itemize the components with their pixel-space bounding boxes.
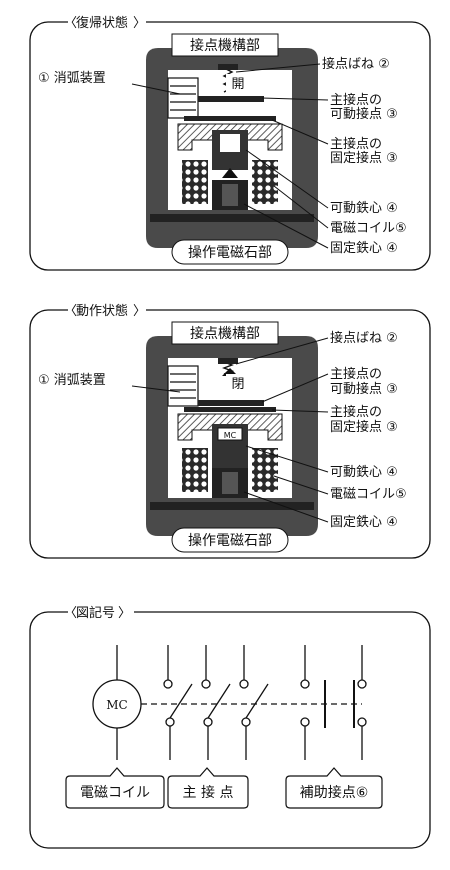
label-moving-contact-2: 可動接点 ③ bbox=[330, 106, 398, 122]
panel-operating-state: 〈 動作状態 〉 MC 接点機構部 閉 操作電磁石部 ① 消弧装置 bbox=[29, 302, 431, 559]
label-coil: 電磁コイル⑤ bbox=[330, 221, 407, 236]
arc-suppressor-label: ① 消弧装置 bbox=[38, 373, 106, 388]
contact-mechanism-label: 接点機構部 bbox=[190, 37, 260, 54]
coil-right bbox=[252, 448, 278, 492]
coil-left bbox=[182, 448, 208, 492]
label-main-contact: 主 接 点 bbox=[183, 784, 234, 801]
moving-contact bbox=[198, 96, 264, 102]
mounting-rail bbox=[150, 502, 314, 510]
coil-right bbox=[252, 160, 278, 204]
panel-title-bracket-right: 〉 bbox=[133, 304, 146, 319]
main-contact-symbols bbox=[163, 645, 269, 760]
state-label: 閉 bbox=[231, 377, 244, 392]
label-moving-core: 可動鉄心 ④ bbox=[330, 465, 398, 480]
coil-symbol-text: MC bbox=[106, 698, 127, 712]
arc-chute bbox=[167, 77, 199, 119]
panel-title-bracket-right: 〉 bbox=[118, 606, 131, 621]
panel-title-bracket-left: 〈 bbox=[64, 16, 77, 31]
label-fixed-contact-2: 固定接点 ③ bbox=[330, 150, 398, 166]
label-fixed-contact-2: 固定接点 ③ bbox=[330, 419, 398, 435]
panel-title-bracket-right: 〉 bbox=[133, 16, 146, 31]
arc-suppressor-label: ① 消弧装置 bbox=[38, 71, 106, 86]
moving-contact bbox=[198, 400, 264, 406]
panel-title-bracket-left: 〈 bbox=[64, 606, 77, 621]
top-label-box bbox=[171, 33, 279, 57]
operating-magnet-label: 操作電磁石部 bbox=[188, 245, 272, 261]
panel-title: 動作状態 bbox=[76, 303, 128, 319]
coil-left bbox=[182, 160, 208, 204]
label-moving-contact-1: 主接点の bbox=[330, 92, 382, 108]
symbol-label-box-coil bbox=[65, 767, 165, 809]
panel-frame bbox=[29, 309, 431, 559]
arc-chute bbox=[167, 365, 199, 407]
top-label-box bbox=[171, 321, 279, 345]
label-coil: 電磁コイル⑤ bbox=[330, 487, 407, 502]
label-contact-spring: 接点ばね ② bbox=[330, 330, 398, 346]
fixed-contact bbox=[184, 116, 276, 121]
label-coil: 電磁コイル bbox=[80, 785, 150, 801]
bottom-label-box bbox=[171, 527, 289, 553]
symbol-label-box-aux bbox=[285, 767, 383, 809]
label-fixed-contact-1: 主接点の bbox=[330, 136, 382, 152]
mounting-rail bbox=[150, 214, 314, 222]
panel-title-bracket-left: 〈 bbox=[64, 304, 77, 319]
leader-lines bbox=[235, 63, 329, 249]
panel-reset-state: 〈 復帰状態 〉 接点機構部 bbox=[29, 14, 431, 271]
label-moving-contact-2: 可動接点 ③ bbox=[330, 381, 398, 397]
bottom-label-box bbox=[171, 239, 289, 265]
right-labels: 接点ばね ② 主接点の 可動接点 ③ 主接点の 固定接点 ③ 可動鉄心 ④ 電磁… bbox=[322, 56, 407, 256]
coil-tag: MC bbox=[224, 431, 237, 440]
panel-frame bbox=[29, 21, 431, 271]
label-moving-core: 可動鉄心 ④ bbox=[330, 201, 398, 216]
state-label: 開 bbox=[231, 77, 244, 92]
panel-symbols: 〈 図記号 〉 MC bbox=[29, 604, 431, 849]
panel-frame bbox=[29, 611, 431, 849]
leader-lines bbox=[235, 337, 329, 523]
label-fixed-core: 固定鉄心 ④ bbox=[330, 515, 398, 530]
operating-magnet-label: 操作電磁石部 bbox=[188, 533, 272, 549]
label-moving-contact-1: 主接点の bbox=[330, 366, 382, 382]
symbol-label-box-main bbox=[167, 767, 249, 809]
label-fixed-contact-1: 主接点の bbox=[330, 404, 382, 420]
panel-title: 復帰状態 bbox=[76, 15, 128, 31]
label-aux-contact: 補助接点⑥ bbox=[300, 784, 369, 801]
panel-title: 図記号 bbox=[76, 605, 115, 621]
label-contact-spring: 接点ばね ② bbox=[322, 56, 390, 72]
fixed-contact bbox=[184, 407, 276, 412]
contact-mechanism-label: 接点機構部 bbox=[190, 325, 260, 342]
label-fixed-core: 固定鉄心 ④ bbox=[330, 241, 398, 256]
aux-contact-symbols bbox=[300, 645, 367, 760]
right-labels: 接点ばね ② 主接点の 可動接点 ③ 主接点の 固定接点 ③ 可動鉄心 ④ 電磁… bbox=[330, 330, 407, 530]
